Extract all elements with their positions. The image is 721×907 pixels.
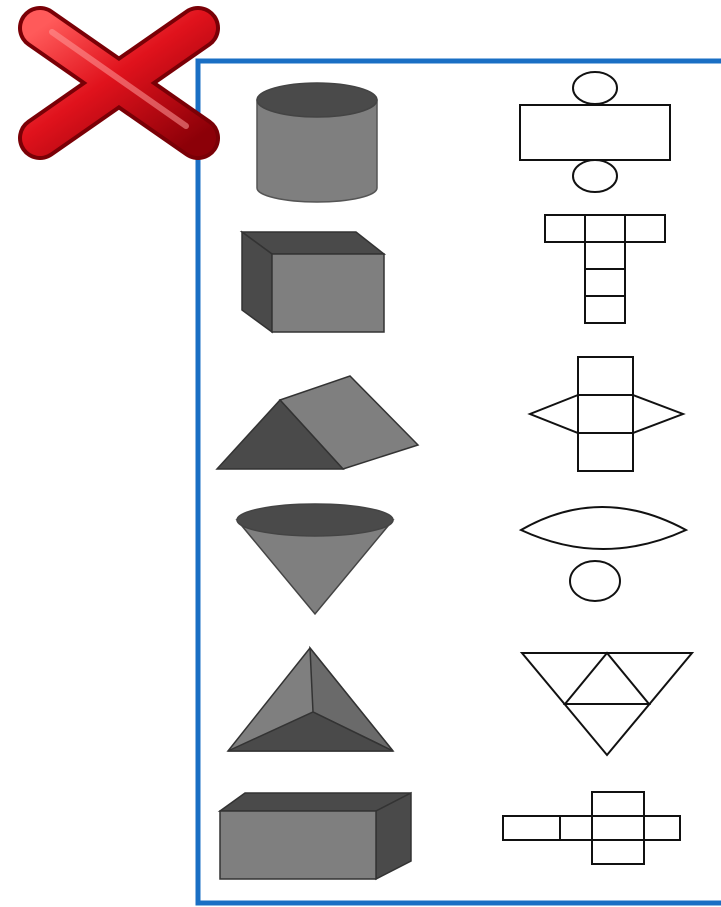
triangular-pyramid-solid	[226, 645, 395, 752]
red-x-icon	[18, 6, 220, 160]
cone-solid	[235, 503, 395, 616]
cuboid-solid	[239, 230, 387, 334]
triangular-prism-net	[527, 356, 686, 472]
triangular-pyramid-net	[519, 651, 695, 757]
rectangular-prism-net-cross	[502, 791, 681, 865]
frame-border	[195, 58, 721, 906]
cylinder-net	[519, 71, 671, 193]
cuboid-net-t-shape	[544, 214, 666, 324]
cylinder-solid	[256, 82, 378, 203]
cone-net	[518, 506, 689, 602]
rectangular-prism-solid	[217, 791, 412, 881]
triangular-prism-solid	[215, 375, 420, 470]
